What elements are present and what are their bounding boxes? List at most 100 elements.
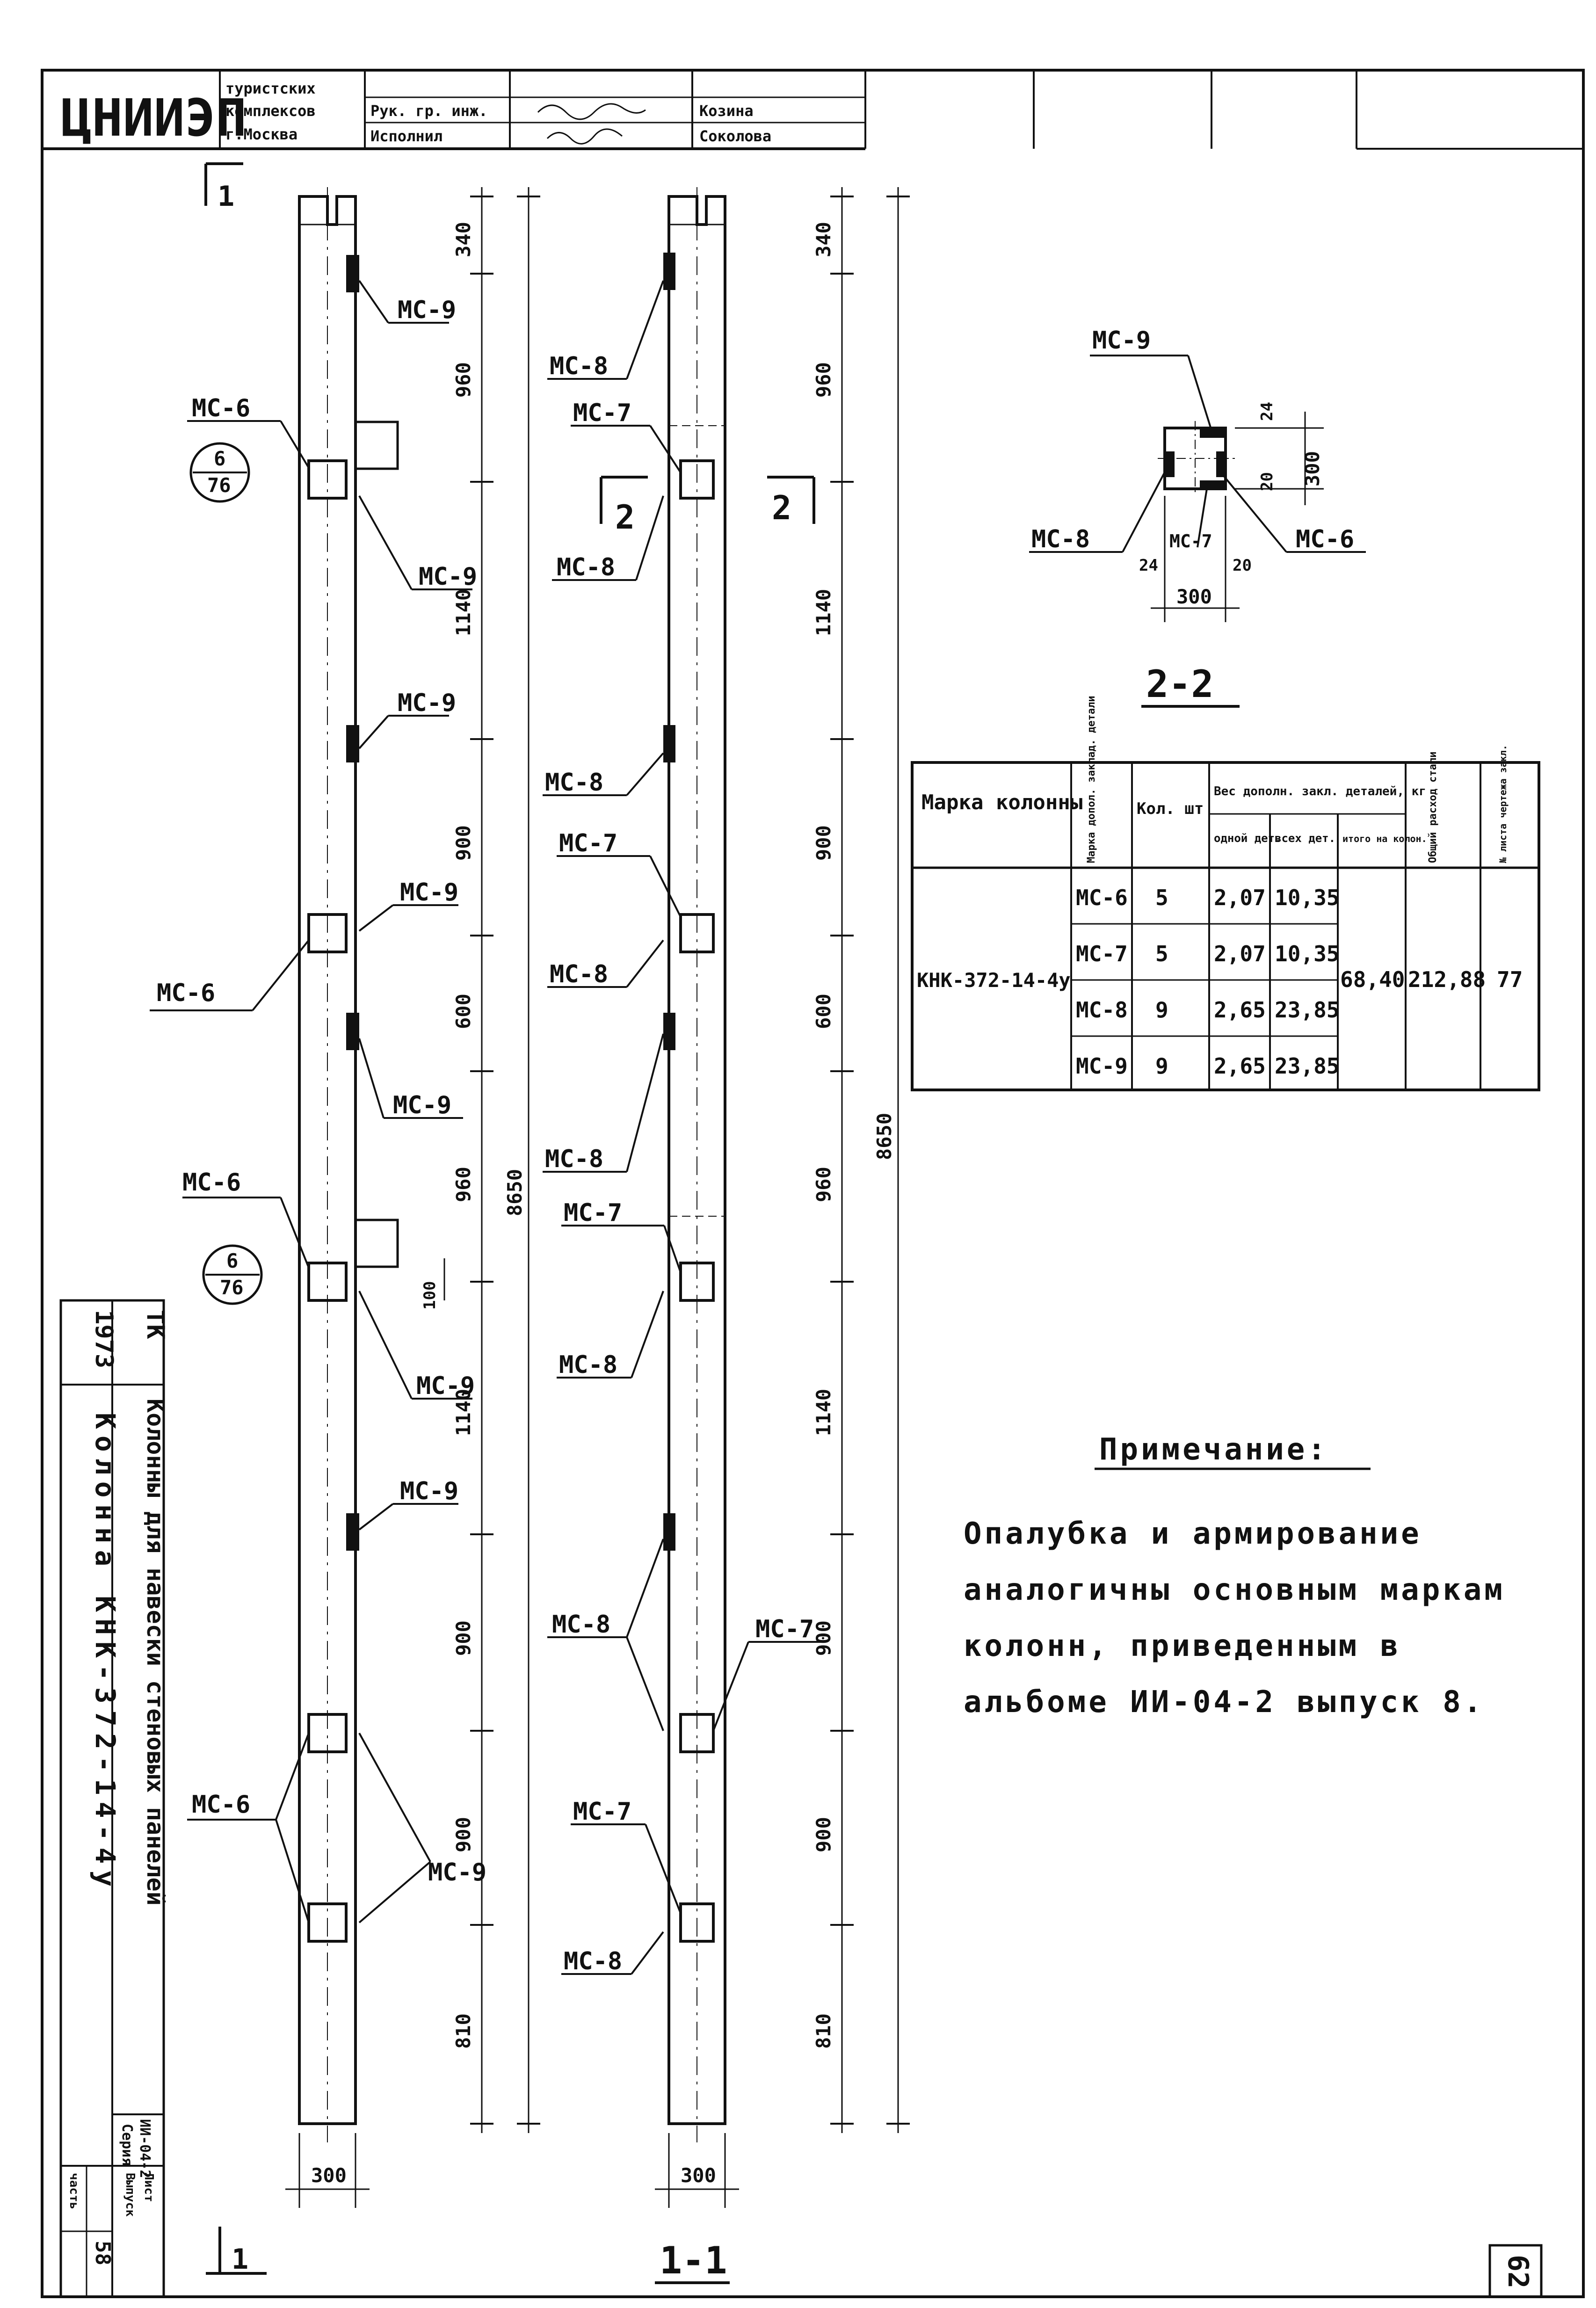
- note-block: Примечание: Опалубка и армирование анало…: [964, 1432, 1505, 1720]
- label-mc9-d: МС-9: [400, 878, 458, 907]
- section-detail-2-2: МС-9 МС-8 МС-6 МС-7 300 24 20 300 24 20 …: [1029, 327, 1366, 708]
- parts-table: Марка колонны Марка допол. заклад. детал…: [911, 696, 1540, 1091]
- td-all-4: 23,85: [1275, 1053, 1339, 1079]
- detail-dim-20-h: 20: [1233, 556, 1252, 575]
- label-mc8-h: МС-8: [564, 1947, 622, 1975]
- td-column-mark: КНК-372-14-4у: [917, 969, 1071, 992]
- td-steel: 212,88: [1408, 967, 1486, 992]
- th-one: одной дет.: [1214, 832, 1282, 845]
- td-one-1: 2,07: [1214, 885, 1266, 910]
- dim-ticks-col1: [470, 196, 540, 2125]
- th-qty: Кол. шт: [1137, 799, 1204, 818]
- svg-text:2: 2: [615, 498, 635, 537]
- label-mc9-g: МС-9: [400, 1477, 458, 1505]
- sheet-frame: [41, 69, 1585, 2298]
- org-logo: ЦНИИЭП: [61, 88, 247, 148]
- label-mc8-detail: МС-8: [1031, 525, 1090, 553]
- note-line-4: альбоме ИИ-04-2 выпуск 8.: [964, 1685, 1484, 1720]
- label-mc9-f: МС-9: [416, 1372, 475, 1400]
- label-mc6-detail: МС-6: [1296, 525, 1354, 553]
- org-line-2: комплексов: [225, 102, 316, 120]
- dim-960-b: 960: [452, 1167, 475, 1202]
- detail-dim-300-h: 300: [1176, 585, 1212, 608]
- th-total: итого на колон.: [1342, 833, 1427, 844]
- td-all-3: 23,85: [1275, 997, 1339, 1023]
- dim-overall-1: 8650: [503, 1169, 526, 1216]
- th-all: всех дет.: [1275, 832, 1335, 845]
- corbel-lower: [354, 1219, 399, 1268]
- dim-340-a: 340: [452, 222, 475, 257]
- dim-960-d: 960: [812, 1167, 835, 1202]
- stamp-series-title: Колонны для навески стеновых панелей: [142, 1399, 169, 1906]
- dim-900-a: 900: [452, 825, 475, 861]
- label-mc7-detail: МС-7: [1169, 531, 1212, 552]
- dim-900-f: 900: [812, 1817, 835, 1852]
- label-mc8-a: МС-8: [550, 352, 608, 380]
- stamp-sheet-title: Колонна КНК-372-14-4у: [89, 1413, 121, 1893]
- width-dim-2: 300: [681, 2164, 716, 2187]
- dim-960-a: 960: [452, 362, 475, 398]
- svg-text:1: 1: [218, 180, 234, 213]
- label-mc9-b: МС-9: [419, 563, 477, 591]
- svg-text:6: 6: [214, 447, 225, 470]
- detail-dim-24-h: 24: [1139, 556, 1158, 575]
- svg-text:76: 76: [220, 1276, 244, 1299]
- td-qty-1: 5: [1155, 885, 1168, 910]
- dim-810-a: 810: [452, 2013, 475, 2049]
- dim-900-b: 900: [452, 1620, 475, 1656]
- note-heading: Примечание:: [1099, 1432, 1328, 1467]
- label-mc9-c: МС-9: [398, 689, 456, 717]
- label-mc9-h: МС-9: [428, 1858, 486, 1887]
- label-mc9-detail: МС-9: [1092, 327, 1151, 355]
- section-mark-1-top: 1: [204, 162, 243, 213]
- th-steel: Общий расход стали: [1427, 752, 1439, 863]
- label-mc6-d: МС-6: [192, 1791, 250, 1819]
- th-part: Марка допол. заклад. детали: [1086, 696, 1097, 863]
- label-mc8-e: МС-8: [545, 1145, 603, 1173]
- detail-callout-1: 6 76: [189, 442, 250, 503]
- stamp-series-label: Серия: [119, 2124, 135, 2166]
- label-mc6-b: МС-6: [157, 979, 215, 1007]
- dim-600-a: 600: [452, 994, 475, 1029]
- note-line-3: колонн, приведенным в: [964, 1629, 1401, 1663]
- td-qty-4: 9: [1155, 1053, 1168, 1079]
- page-number-box: 62: [1488, 2244, 1543, 2298]
- th-weight-group: Вес дополн. закл. деталей, кг: [1214, 784, 1426, 798]
- dim-1140-b: 1140: [452, 1389, 475, 1436]
- role-1: Рук. гр. инж.: [370, 102, 487, 120]
- dim-600-b: 600: [812, 994, 835, 1029]
- note-line-2: аналогичны основным маркам: [964, 1573, 1505, 1607]
- label-mc9-e: МС-9: [393, 1091, 451, 1119]
- side-stamp: ТК 1973 Колонны для навески стеновых пан…: [59, 1299, 169, 2298]
- dim-900-e: 900: [812, 1620, 835, 1656]
- label-mc8-f: МС-8: [559, 1351, 617, 1379]
- column-section-1-1: МС-8 МС-7 МС-8 МС-8 МС-7 МС-8: [543, 187, 910, 2284]
- td-one-4: 2,65: [1214, 1053, 1266, 1079]
- detail-dim-300-v: 300: [1301, 451, 1324, 486]
- section-mark-2: 2 2: [600, 476, 815, 537]
- stamp-series-value: ИИ-04-2: [137, 2119, 153, 2178]
- svg-text:76: 76: [207, 474, 231, 497]
- label-mc8-c: МС-8: [545, 769, 603, 797]
- label-mc8-b: МС-8: [557, 553, 615, 581]
- note-line-1: Опалубка и армирование: [964, 1517, 1422, 1551]
- dim-900-c: 900: [452, 1817, 475, 1852]
- label-mc7-c: МС-7: [564, 1199, 622, 1227]
- detail-dim-20-v: 20: [1258, 472, 1277, 491]
- org-line-3: г.Москва: [225, 125, 297, 143]
- th-column-mark: Марка колонны: [921, 791, 1082, 814]
- td-one-3: 2,65: [1214, 997, 1266, 1023]
- dim-810-b: 810: [812, 2013, 835, 2049]
- title-block: ЦНИИЭП туристских комплексов г.Москва Ру…: [41, 70, 1583, 150]
- dim-960-c: 960: [812, 362, 835, 398]
- detail-callout-2: 6 76: [202, 1244, 263, 1305]
- svg-text:2: 2: [772, 489, 791, 527]
- td-part-1: МС-6: [1076, 885, 1128, 910]
- svg-text:1: 1: [232, 2243, 248, 2276]
- signature-1: [537, 103, 646, 120]
- column-elevation: МС-9 МС-6 МС-9 МС-9 МС-9 МС-6: [150, 162, 540, 2276]
- dim-ticks-col2: [830, 196, 910, 2125]
- td-all-1: 10,35: [1275, 885, 1339, 910]
- label-mc6-a: МС-6: [192, 394, 250, 422]
